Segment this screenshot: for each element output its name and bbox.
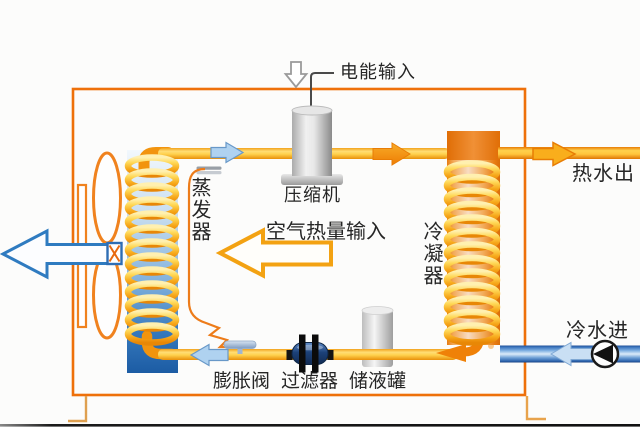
label-condenser: 冷凝器 (420, 221, 444, 287)
label-compressor: 压缩机 (284, 185, 341, 206)
txv-capillary-line (187, 167, 242, 349)
electric-input-down-arrow-icon (283, 61, 309, 89)
label-evaporator: 蒸发器 (188, 177, 212, 243)
label-electric-input: 电能输入 (340, 62, 416, 83)
label-filter: 过滤器 (281, 370, 339, 392)
electric-input-lead-line (310, 72, 334, 109)
label-expansion-valve: 膨胀阀 (213, 370, 271, 392)
cold-water-pipe (500, 339, 640, 369)
cabinet-left-leg (68, 396, 88, 423)
cabinet-outline (71, 87, 527, 397)
compressor (281, 72, 343, 185)
expansion-valve (223, 340, 257, 354)
liquid-flow-arrow-icon (189, 343, 229, 367)
label-receiver: 储液罐 (349, 370, 407, 392)
fan-hub (106, 241, 123, 266)
label-air-heat-input: 空气热量输入 (266, 219, 386, 243)
water-pump-icon (590, 339, 620, 369)
discharge-flow-arrow-icon (372, 142, 411, 166)
suction-flow-arrow-icon (210, 141, 245, 164)
ground-line (0, 424, 640, 427)
label-hot-water-out: 热水出 (572, 161, 635, 185)
label-cold-water-in: 冷水进 (566, 318, 629, 342)
fan-blade-top (92, 151, 122, 245)
cabinet-right-leg (525, 396, 546, 421)
filter-drier (286, 334, 334, 373)
hot-water-pipe (498, 141, 640, 167)
air-heat-input-arrow-icon (215, 227, 333, 279)
hot-water-arrow-icon (532, 141, 577, 167)
